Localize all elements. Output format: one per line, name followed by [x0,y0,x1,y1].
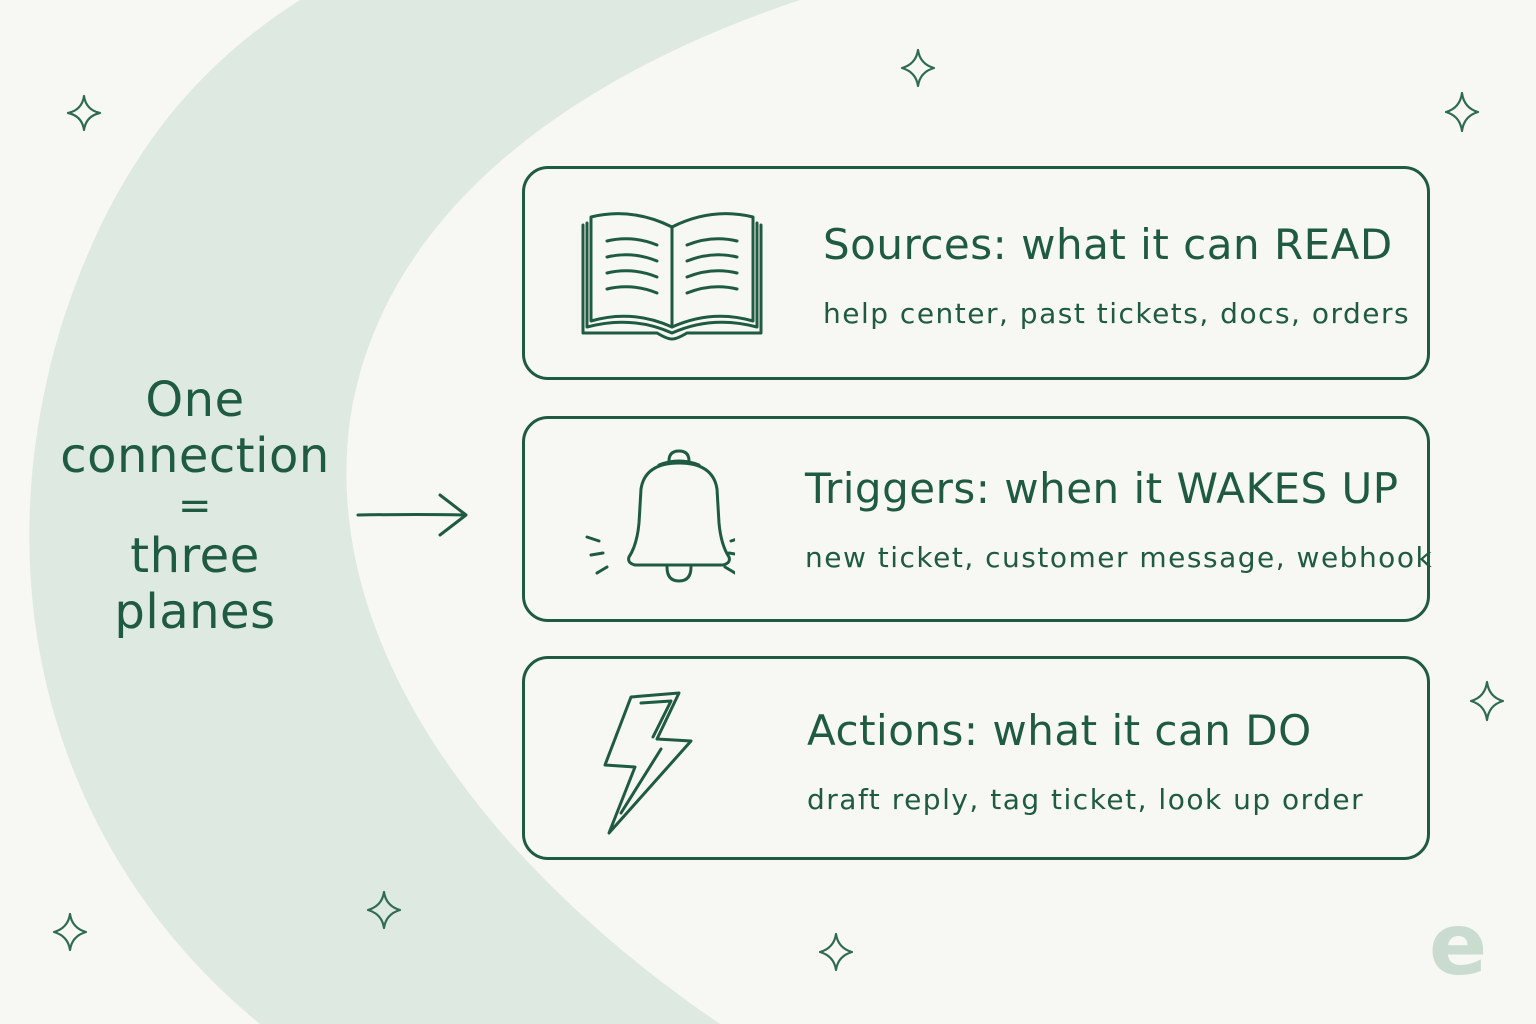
sparkle-icon [818,932,854,972]
actions-subtitle: draft reply, tag ticket, look up order [807,783,1365,816]
sparkle-icon [1444,91,1480,133]
arc-band [29,0,800,1024]
left-label-line-5: planes [114,584,276,640]
arrow-icon [356,493,468,537]
brand-logo: e [1428,895,1488,995]
actions-title: Actions: what it can DO [807,706,1312,755]
sources-title: Sources: what it can READ [823,220,1393,269]
bell-icon [585,449,735,583]
sparkle-icon [900,48,936,88]
left-label-line-1: One [145,372,245,428]
sparkles [52,48,1505,972]
sparkle-icon [1469,680,1505,722]
lightning-bolt-icon [603,691,693,835]
left-label: One connection = three planes [60,372,330,640]
actions-card: Actions: what it can DO draft reply, tag… [522,656,1430,860]
sources-subtitle: help center, past tickets, docs, orders [823,297,1411,330]
open-book-icon [581,212,763,341]
triggers-subtitle: new ticket, customer message, webhook [805,541,1434,574]
sparkle-icon [366,890,402,930]
left-label-line-2: connection [60,428,330,484]
triggers-title: Triggers: when it WAKES UP [805,464,1399,513]
left-label-line-4: three [130,528,260,584]
sources-card: Sources: what it can READ help center, p… [522,166,1430,380]
sparkle-icon [52,912,88,952]
sparkle-icon [66,94,102,132]
triggers-card: Triggers: when it WAKES UP new ticket, c… [522,416,1434,622]
left-label-equals: = [177,483,212,529]
